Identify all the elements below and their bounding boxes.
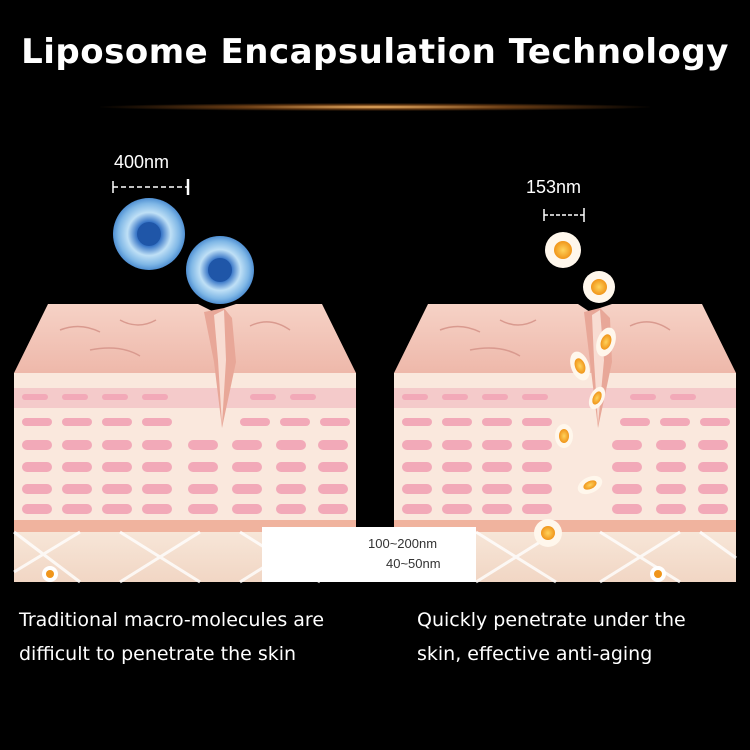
- right-skin-surface: [394, 304, 736, 373]
- liposome-6: [555, 424, 573, 448]
- liposome-2: [583, 271, 615, 303]
- right-caption-line-1: Quickly penetrate under the: [417, 609, 686, 631]
- left-scale-bar: [112, 179, 190, 195]
- macro-molecule-1: [113, 198, 185, 270]
- page-title: Liposome Encapsulation Technology: [21, 32, 729, 72]
- liposome-5: [588, 386, 606, 410]
- left-size-label: 400nm: [114, 152, 170, 172]
- liposome-4: [570, 351, 590, 381]
- right-scale-bar: [543, 208, 585, 222]
- right-caption: Quickly penetrate under the skin, effect…: [417, 603, 686, 671]
- liposome-1: [545, 232, 581, 268]
- right-caption-line-2: skin, effective anti-aging: [417, 643, 653, 665]
- left-skin-surface: [14, 304, 356, 373]
- liposome-7: [577, 475, 603, 495]
- scale-legend-line-1: 100~200nm: [368, 536, 438, 551]
- liposome-8: [534, 519, 562, 547]
- left-caption-line-2: difficult to penetrate the skin: [19, 643, 297, 665]
- left-caption-line-1: Traditional macro-molecules are: [19, 609, 325, 631]
- right-skin-block: [394, 304, 737, 584]
- title-glow-divider: [100, 103, 650, 111]
- scale-legend-line-2: 40~50nm: [386, 556, 441, 571]
- scale-legend-box: 100~200nm 40~50nm: [262, 527, 476, 582]
- liposome-3: [596, 327, 616, 357]
- macro-molecule-2: [186, 236, 254, 304]
- left-caption: Traditional macro-molecules are difficul…: [19, 603, 324, 671]
- right-size-label: 153nm: [526, 177, 582, 197]
